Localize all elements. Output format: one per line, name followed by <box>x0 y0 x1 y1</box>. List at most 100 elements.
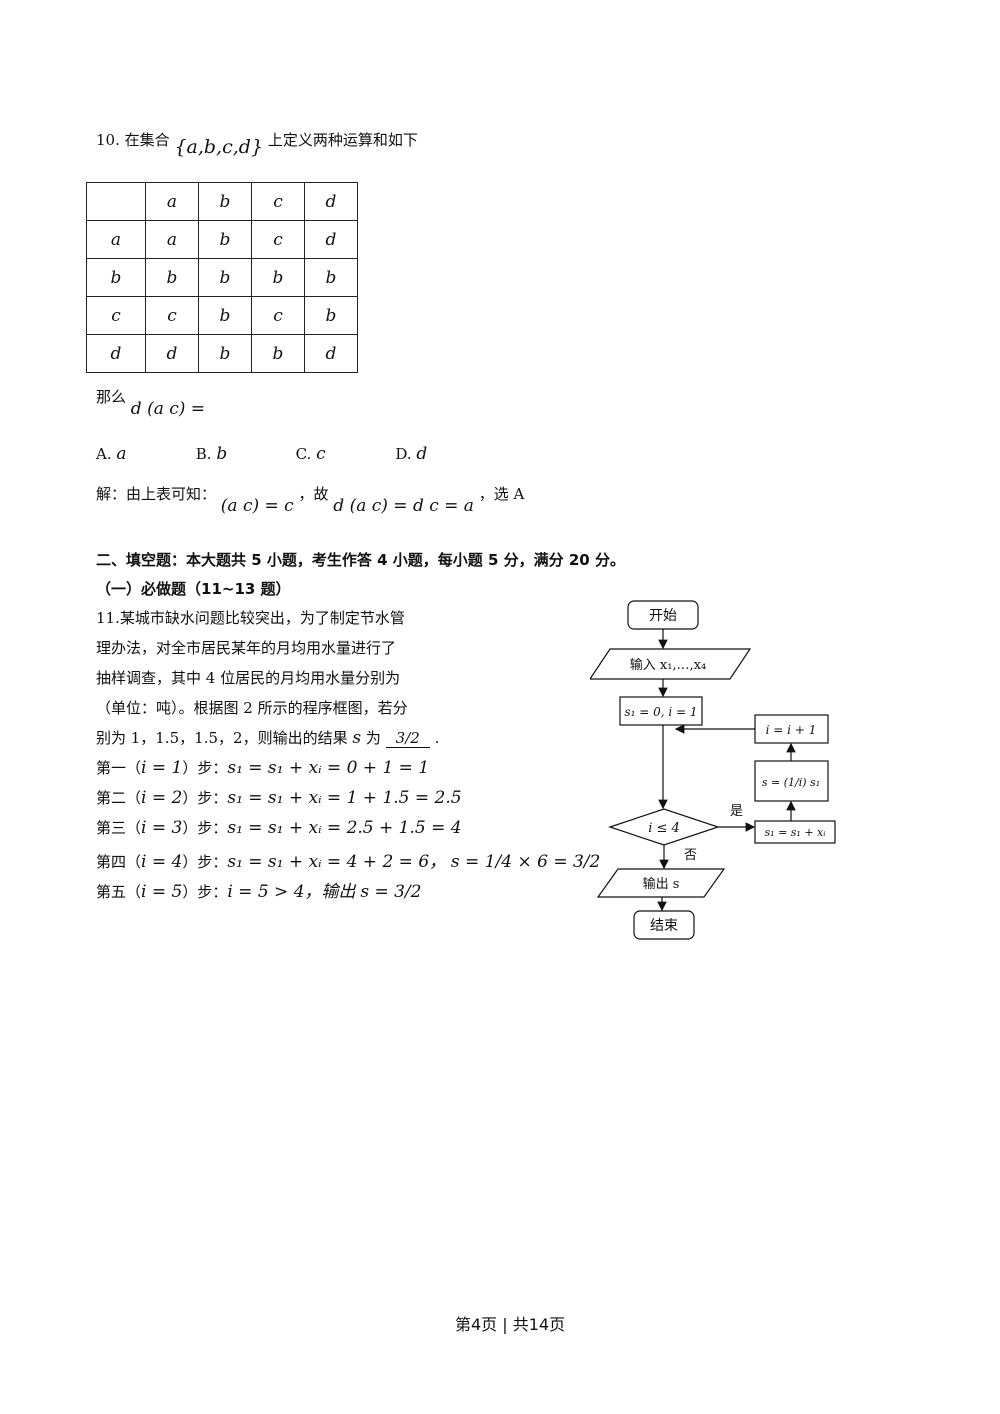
step-mid: ）步： <box>182 789 228 807</box>
table-cell: b <box>198 296 252 335</box>
page-footer: 第4页 | 共14页 <box>455 1315 566 1334</box>
solution-expr1: (a c) = c <box>220 496 294 516</box>
step-label: 第二（ <box>96 789 142 807</box>
q11-period: . <box>434 729 440 747</box>
solution-tail: ，选 A <box>478 485 525 503</box>
flow-output-box <box>596 868 726 898</box>
q11-wei: 为 <box>365 729 381 747</box>
solution-prefix: 解：由上表可知： <box>96 485 217 503</box>
table-cell: d <box>145 334 199 373</box>
q11-s-variable: s <box>352 728 362 748</box>
solution-expr2: d (a c) = d c = a <box>333 496 474 516</box>
step-label: 第三（ <box>96 819 142 837</box>
table-row: c c b c b <box>86 296 358 335</box>
q10-set: {a,b,c,d} <box>174 136 264 158</box>
step-expression: s₁ = s₁ + xᵢ = 1 + 1.5 = 2.5 <box>227 788 462 808</box>
option-b: B. b <box>196 444 291 464</box>
operation-table: a b c d a a b c d b b b b b c c b c b d … <box>86 182 358 373</box>
option-label: A. <box>96 445 112 463</box>
option-c: C. c <box>296 444 391 464</box>
option-d: D. d <box>395 444 490 464</box>
q11-step: 第四（i = 4）步：s₁ = s₁ + xᵢ = 4 + 2 = 6， s =… <box>96 847 600 872</box>
flow-start-label: 开始 <box>649 608 677 624</box>
option-label: B. <box>195 445 212 463</box>
table-cell: b <box>251 258 305 297</box>
step-index: i = 2 <box>141 788 183 808</box>
step-extra: s = 3/2 <box>360 882 422 902</box>
table-cell: d <box>304 334 358 373</box>
section-subheading: （一）必做题（11~13 题） <box>96 580 291 598</box>
table-cell: b <box>198 182 252 221</box>
flowchart: 开始 输入 x₁,…,x₄ s₁ = 0, i = 1 i ≤ 4 是 否 s₁… <box>590 600 836 940</box>
step-mid: ）步： <box>182 853 228 871</box>
table-row: b b b b b <box>86 258 358 297</box>
step-mid: ）步： <box>182 819 228 837</box>
option-value: d <box>416 444 428 464</box>
q11-step: 第一（i = 1）步：s₁ = s₁ + xᵢ = 0 + 1 = 1 <box>96 757 429 778</box>
table-cell: b <box>145 258 199 297</box>
table-cell: c <box>251 296 305 335</box>
q11-line: （单位：吨）。根据图 2 所示的程序框图，若分 <box>96 699 408 717</box>
q10-expression: d (a c) = <box>130 399 206 419</box>
table-cell: d <box>304 220 358 259</box>
table-cell: d <box>86 334 146 373</box>
option-value: c <box>316 444 326 464</box>
option-a: A. a <box>96 444 191 464</box>
q10-then-text: 那么 <box>96 388 127 406</box>
q10-solution: 解：由上表可知： (a c) = c ，故 d (a c) = d c = a … <box>96 483 525 516</box>
table-header-row: a b c d <box>86 182 358 221</box>
option-label: D. <box>395 445 412 463</box>
step-extra: s = 1/4 × 6 = 3/2 <box>450 852 601 872</box>
step-expression: i = 5 > 4，输出 <box>227 882 356 902</box>
step-index: i = 4 <box>141 852 183 872</box>
step-index: i = 1 <box>141 758 183 778</box>
flow-input-label: 输入 x₁,…,x₄ <box>630 657 706 673</box>
step-label: 第四（ <box>96 853 142 871</box>
q10-options: A. a B. b C. c D. d <box>96 444 490 464</box>
q10-intro-text: 在集合 <box>124 131 170 149</box>
flow-inc-label: i = i + 1 <box>766 723 817 737</box>
step-index: i = 5 <box>141 882 183 902</box>
table-cell: b <box>86 258 146 297</box>
step-mid: ）步： <box>182 883 228 901</box>
step-index: i = 3 <box>141 818 183 838</box>
step-label: 第五（ <box>96 883 142 901</box>
table-cell: c <box>145 296 199 335</box>
flow-output-label: 输出 s <box>643 876 680 892</box>
q10-intro-tail: 上定义两种运算和如下 <box>267 131 418 149</box>
flow-end-label: 结束 <box>650 918 678 934</box>
table-cell: c <box>251 182 305 221</box>
q11-step: 第二（i = 2）步：s₁ = s₁ + xᵢ = 1 + 1.5 = 2.5 <box>96 787 462 808</box>
flow-init-label: s₁ = 0, i = 1 <box>624 705 697 719</box>
q10-then: 那么 d (a c) = <box>96 386 205 419</box>
q11-line: 理办法，对全市居民某年的月均用水量进行了 <box>96 639 397 657</box>
table-cell: c <box>251 220 305 259</box>
flow-no-label: 否 <box>684 848 697 863</box>
q11-line: 抽样调查，其中 4 位居民的月均用水量分别为 <box>96 669 401 687</box>
table-cell: b <box>198 258 252 297</box>
table-cell <box>86 182 146 221</box>
step-expression: s₁ = s₁ + xᵢ = 4 + 2 = 6， <box>227 852 447 872</box>
table-cell: c <box>86 296 146 335</box>
flow-s1-update-label: s₁ = s₁ + xᵢ <box>765 826 826 839</box>
step-label: 第一（ <box>96 759 142 777</box>
q11-answer: 3/2 <box>385 729 430 748</box>
table-cell: b <box>198 334 252 373</box>
section-heading: 二、填空题：本大题共 5 小题，考生作答 4 小题，每小题 5 分，满分 20 … <box>96 551 625 569</box>
step-expression: s₁ = s₁ + xᵢ = 2.5 + 1.5 = 4 <box>227 818 462 838</box>
flow-s-update-label: s = (1/i) s₁ <box>762 776 820 789</box>
step-expression: s₁ = s₁ + xᵢ = 0 + 1 = 1 <box>227 758 430 778</box>
q11-line: 11.某城市缺水问题比较突出，为了制定节水管 <box>96 609 405 627</box>
q11-last-line: 别为 1，1.5，1.5，2，则输出的结果 s 为 3/2 . <box>96 727 439 748</box>
step-mid: ）步： <box>182 759 228 777</box>
q11-line: 别为 1，1.5，1.5，2，则输出的结果 <box>96 729 348 747</box>
flow-input-box <box>590 648 752 680</box>
option-label: C. <box>295 445 312 463</box>
table-row: d d b b d <box>86 334 358 373</box>
table-cell: b <box>304 258 358 297</box>
flow-s1-update-box <box>754 820 836 844</box>
q10-number: 10. <box>96 131 120 149</box>
table-cell: b <box>251 334 305 373</box>
table-row: a a b c d <box>86 220 358 259</box>
flow-condition-label: i ≤ 4 <box>648 821 680 836</box>
